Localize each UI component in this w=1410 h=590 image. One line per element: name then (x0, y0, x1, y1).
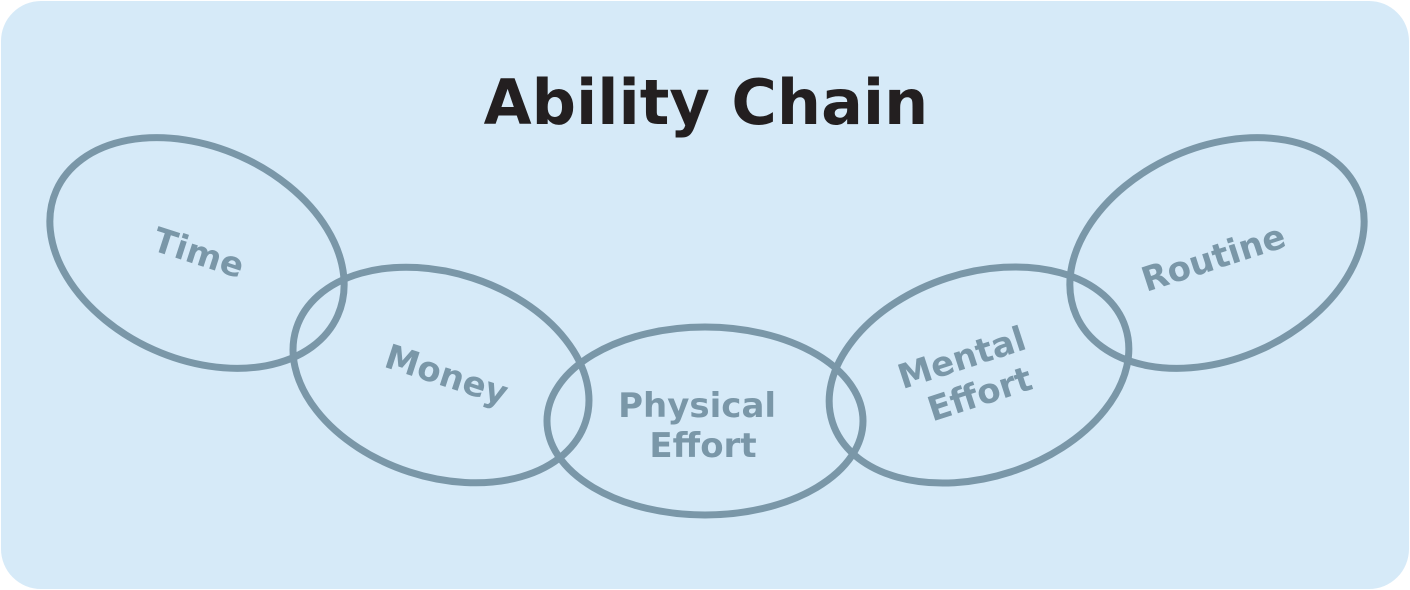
chain-link-physical-effort-label: Physical Effort (618, 386, 788, 466)
diagram-title: Ability Chain (483, 66, 929, 139)
chain-link-mental-effort (825, 263, 1133, 487)
chain-link-physical-effort (543, 323, 867, 519)
chain-link-mental-effort-label: Mental Effort (893, 315, 1054, 436)
chain-link-time (46, 134, 348, 372)
chain-link-routine-label: Routine (1137, 217, 1291, 301)
chain-link-money-label: Money (380, 337, 513, 414)
chain-link-time-label: Time (148, 220, 249, 287)
chain-link-routine (1066, 134, 1368, 372)
chain-link-money (289, 263, 593, 487)
